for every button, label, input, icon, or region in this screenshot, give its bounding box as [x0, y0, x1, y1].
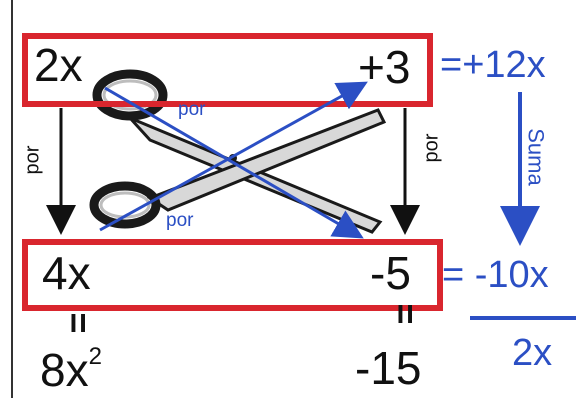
cross-arrow-down [104, 86, 364, 239]
left-product-base: 8x [40, 344, 89, 396]
cross-arrow-up [99, 81, 368, 232]
top-row-box [22, 33, 433, 107]
top-left-term: 2x [34, 39, 83, 91]
bottom-cross-product: = -10x [442, 254, 549, 296]
top-right-term: +3 [358, 41, 411, 93]
bottom-left-term: 4x [42, 247, 91, 299]
left-equals-mark: = [58, 312, 100, 334]
sum-label: Suma [523, 128, 549, 186]
top-cross-product: =+12x [440, 44, 546, 86]
right-equals-mark: = [385, 303, 427, 325]
cross-por-label-top: por [178, 99, 206, 120]
cross-por-label-bottom: por [166, 210, 194, 231]
bottom-right-term: -5 [370, 247, 411, 299]
right-por-label: por [420, 133, 443, 163]
left-por-label: por [21, 145, 44, 175]
sum-result: 2x [512, 332, 553, 374]
left-product: 8x2 [40, 343, 102, 396]
left-product-exponent: 2 [88, 343, 102, 370]
bottom-row-box [22, 239, 443, 311]
right-product: -15 [355, 342, 422, 394]
